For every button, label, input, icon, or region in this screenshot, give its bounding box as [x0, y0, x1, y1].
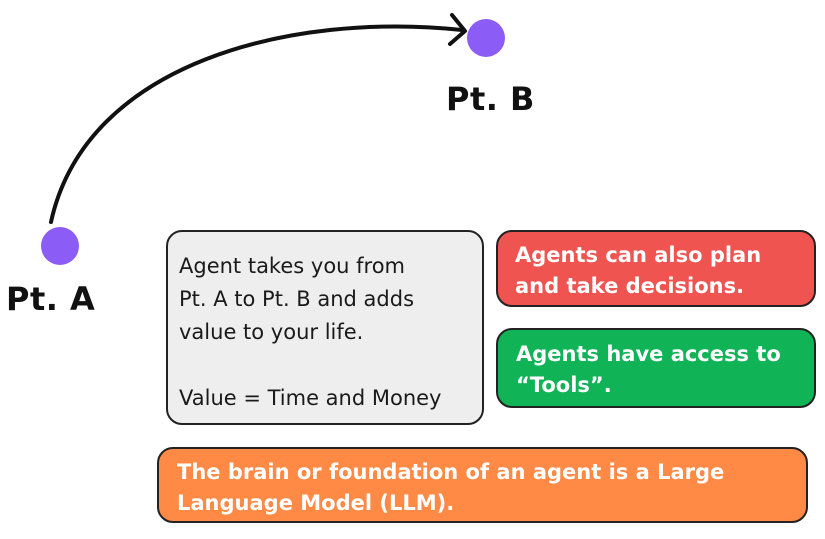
- point-b-dot: [467, 19, 505, 57]
- tools-access-line-2: “Tools”.: [516, 373, 612, 397]
- agent-value-line-3: value to your life.: [179, 320, 364, 344]
- point-a-label: Pt. A: [6, 280, 96, 318]
- value-equation-line: Value = Time and Money: [179, 386, 442, 410]
- plan-decisions-line-1: Agents can also plan: [515, 243, 762, 267]
- plan-decisions-line-2: and take decisions.: [515, 274, 745, 298]
- agent-value-spacer: [179, 349, 472, 382]
- point-b-label: Pt. B: [446, 80, 535, 118]
- agent-value-line-1: Agent takes you from: [179, 254, 406, 278]
- tools-access-box: Agents have access to “Tools”.: [496, 328, 816, 408]
- tools-access-line-1: Agents have access to: [516, 342, 781, 366]
- llm-foundation-line-1: The brain or foundation of an agent is a…: [177, 460, 725, 484]
- arrowhead-icon: [448, 13, 467, 46]
- llm-foundation-box: The brain or foundation of an agent is a…: [157, 447, 808, 523]
- point-a-dot: [41, 227, 79, 265]
- agent-value-line-2: Pt. A to Pt. B and adds: [179, 287, 415, 311]
- agent-value-box: Agent takes you from Pt. A to Pt. B and …: [166, 230, 484, 425]
- plan-decisions-box: Agents can also plan and take decisions.: [496, 230, 816, 307]
- journey-arc: [49, 24, 464, 224]
- llm-foundation-line-2: Language Model (LLM).: [177, 491, 455, 515]
